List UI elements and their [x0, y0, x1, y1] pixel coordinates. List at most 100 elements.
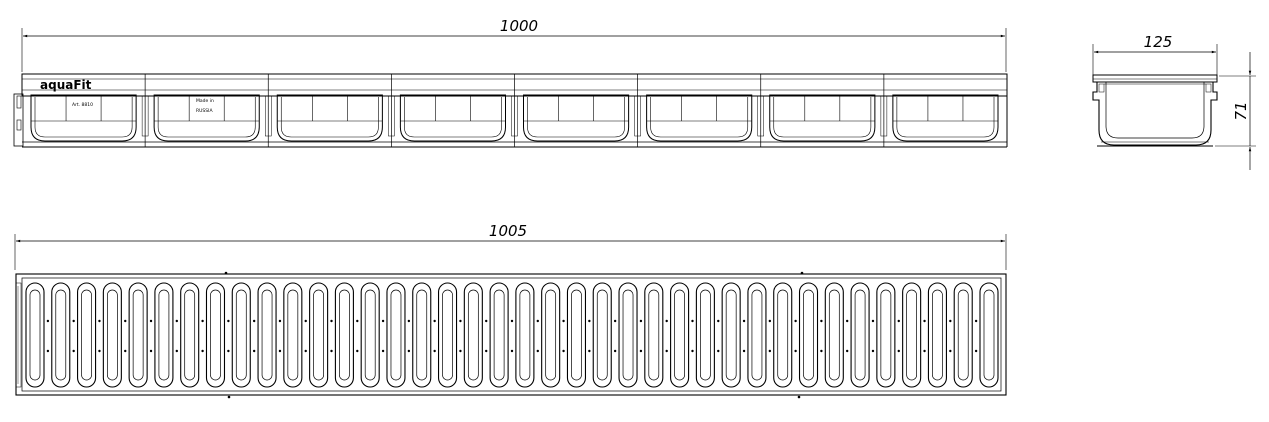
grate-slot — [618, 282, 638, 388]
grate-slot-inner — [339, 289, 350, 381]
grate-rivet — [794, 319, 797, 323]
grate-slot-inner — [416, 289, 428, 381]
grate-rivet — [98, 349, 101, 353]
grate-slot — [824, 282, 844, 388]
grate-slot-inner — [210, 289, 221, 381]
grate-rivet — [949, 349, 952, 353]
grate-slot-inner — [107, 289, 118, 381]
grate-slot — [360, 282, 380, 388]
grate-slot — [798, 282, 819, 388]
grate-rivet — [356, 319, 359, 323]
grate-slot — [541, 282, 561, 388]
grate-rivet — [974, 349, 978, 353]
grate-length-label: 1005 — [489, 222, 527, 240]
grate-slot-inner — [235, 289, 247, 381]
edge-mark — [227, 395, 231, 399]
made-in-line-2: RUSSIA — [196, 108, 213, 114]
grate-rivet — [304, 349, 307, 353]
grate-rivet — [381, 319, 385, 323]
article-number: Art. 8810 — [72, 102, 93, 108]
grate-rivet — [923, 349, 926, 353]
grate-rivet — [639, 349, 643, 353]
grate-slot — [695, 282, 715, 388]
grate-slot — [489, 282, 509, 388]
grate-rivet — [149, 349, 153, 353]
grate-rivet — [330, 349, 333, 353]
grate-slot — [437, 282, 458, 388]
grate-slot — [592, 282, 612, 388]
channel-trough — [399, 94, 506, 142]
channel-trough-inner — [896, 97, 995, 138]
grate-slot — [850, 282, 870, 388]
segment-connector — [880, 95, 888, 137]
grate-slot-inner — [725, 289, 737, 381]
channel-side-view: aquaFit Art. 8810 Made in RUSSIA — [13, 73, 1008, 148]
grate-rivet — [72, 349, 75, 353]
grate-rivet — [227, 319, 230, 323]
edge-mark — [797, 395, 801, 399]
grate-slot — [51, 282, 71, 388]
segment-connector — [634, 95, 641, 137]
grate-slot — [25, 282, 45, 388]
channel-trough-inner — [34, 97, 133, 138]
grate-slot-inner — [55, 289, 67, 381]
channel-trough — [276, 94, 383, 142]
grate-rivet — [252, 349, 256, 353]
grate-rivet — [613, 349, 617, 353]
grate-slot-inner — [932, 289, 943, 381]
grate-rivet — [98, 319, 101, 323]
grate-rivet — [897, 349, 900, 353]
grate-slot — [721, 282, 741, 388]
grate-rivet — [665, 349, 668, 353]
grate-slot-inner — [596, 289, 608, 381]
grate-slot-inner — [132, 289, 144, 381]
grate-rivet — [691, 349, 694, 353]
grate-slot — [231, 282, 251, 388]
grate-top-view — [15, 271, 1007, 399]
made-in-line-1: Made in — [196, 98, 214, 104]
grate-slot — [644, 282, 664, 388]
grate-rivet — [949, 319, 952, 323]
grate-slot — [180, 282, 200, 388]
grate-slot-inner — [493, 289, 505, 381]
grate-rivet — [588, 319, 591, 323]
grate-rivet — [407, 319, 411, 323]
grate-slot-inner — [29, 289, 41, 381]
channel-trough — [646, 94, 753, 142]
grate-rivet — [433, 319, 436, 323]
channel-trough-inner — [650, 97, 749, 138]
segment-connector — [141, 95, 149, 137]
grate-slot — [566, 282, 587, 388]
grate-rivet — [820, 349, 823, 353]
grate-rivet — [588, 349, 591, 353]
grate-slot-inner — [571, 289, 582, 381]
grate-rivet — [46, 349, 50, 353]
grate-rivet — [845, 319, 849, 323]
grate-rivet — [304, 319, 307, 323]
grate-slot — [773, 282, 793, 388]
grate-slot — [515, 282, 535, 388]
grate-rivet — [768, 349, 772, 353]
grate-slot — [257, 282, 277, 388]
grate-slot-inner — [390, 289, 402, 381]
grate-slot — [77, 282, 97, 388]
channel-trough-inner — [157, 97, 256, 138]
segment-connector — [757, 95, 764, 137]
grate-slot-inner — [854, 289, 866, 381]
grate-slot-inner — [983, 289, 995, 381]
dimension-section-height: 71 — [1215, 52, 1256, 170]
grate-slot — [876, 282, 896, 388]
channel-trough — [769, 94, 876, 142]
dimension-section-width: 125 — [1092, 33, 1218, 80]
grate-slot-inner — [674, 289, 685, 381]
grate-rivet — [871, 319, 875, 323]
grate-rivet — [227, 349, 230, 353]
channel-trough-inner — [773, 97, 872, 138]
grate-slot-inner — [700, 289, 711, 381]
channel-trough — [523, 94, 630, 142]
grate-rivet — [742, 319, 746, 323]
grate-slot-inner — [751, 289, 763, 381]
grate-slot — [205, 282, 226, 388]
grate-slot — [283, 282, 303, 388]
grate-rivet — [149, 319, 153, 323]
